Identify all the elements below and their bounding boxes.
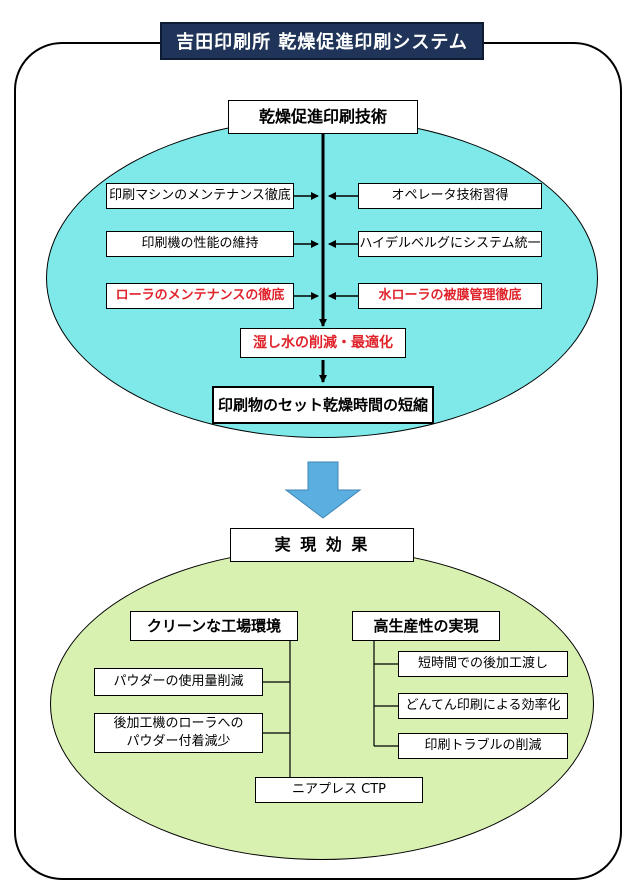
left-item-roller-maintenance: ローラのメンテナンスの徹底 xyxy=(106,283,294,309)
productivity-item-short-time: 短時間での後加工渡し xyxy=(398,651,568,677)
ctp-box: ニアプレス CTP xyxy=(255,777,423,803)
right-item-heidelberg: ハイデルベルグにシステム統一 xyxy=(358,231,542,257)
technique-header: 乾燥促進印刷技術 xyxy=(228,100,418,134)
right-item-operator: オペレータ技術習得 xyxy=(358,183,542,209)
effects-header: 実 現 効 果 xyxy=(230,528,414,562)
left-item-performance: 印刷機の性能の維持 xyxy=(106,231,294,257)
productivity-item-trouble: 印刷トラブルの削減 xyxy=(398,733,568,759)
clean-environment-title: クリーンな工場環境 xyxy=(130,611,298,641)
clean-item-powder-adhesion: 後加工機のローラへの パウダー付着減少 xyxy=(94,713,263,753)
page-title: 吉田印刷所 乾燥促進印刷システム xyxy=(160,22,484,60)
left-item-machine-maintenance: 印刷マシンのメンテナンス徹底 xyxy=(106,183,294,209)
right-item-water-roller: 水ローラの被膜管理徹底 xyxy=(358,283,542,309)
down-arrow-icon xyxy=(286,462,360,518)
clean-item-powder-reduction: パウダーの使用量削減 xyxy=(94,668,263,696)
productivity-title: 高生産性の実現 xyxy=(352,611,500,641)
productivity-item-efficiency: どんてん印刷による効率化 xyxy=(398,693,568,719)
result-box: 印刷物のセット乾燥時間の短縮 xyxy=(212,386,434,424)
dampening-box: 湿し水の削減・最適化 xyxy=(240,328,406,358)
